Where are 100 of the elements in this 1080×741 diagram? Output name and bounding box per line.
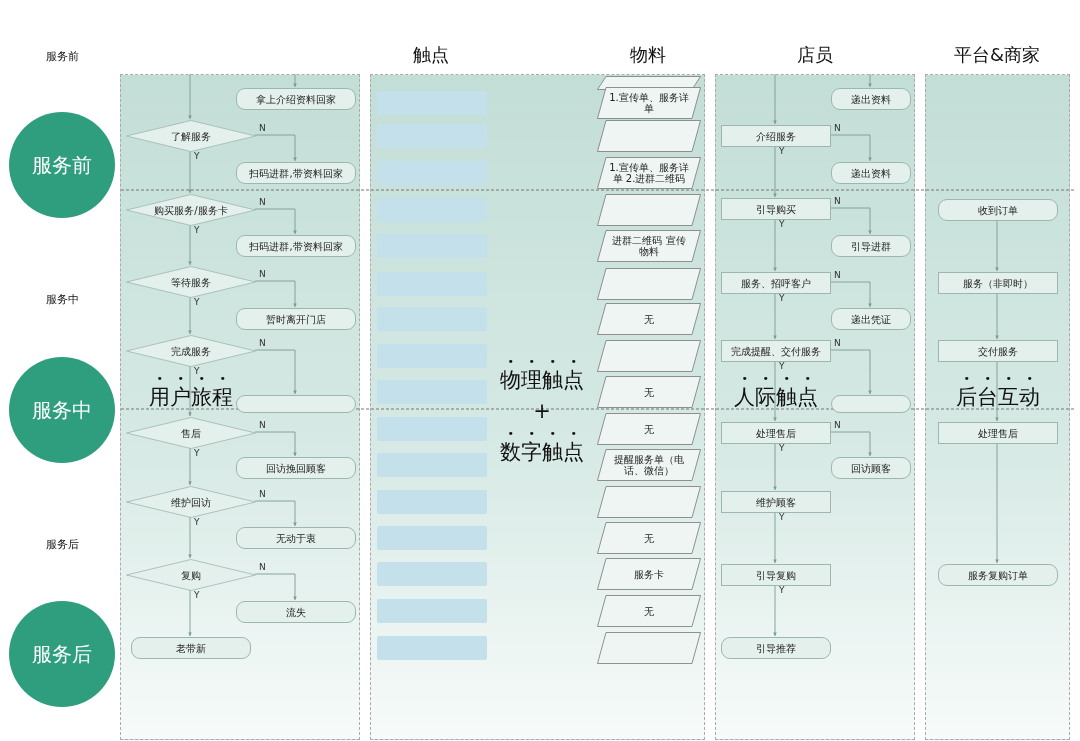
edge-label: N: [834, 421, 841, 430]
column-header: 触点: [413, 43, 449, 67]
material-parallelogram: [597, 486, 701, 518]
edge-label: N: [259, 563, 266, 572]
decision-diamond: 购买服务/服务卡: [126, 194, 256, 226]
material-parallelogram: 提醒服务单（电话、微信）: [597, 449, 701, 481]
terminal-box: 流失: [236, 601, 356, 623]
edge-label: Y: [194, 226, 200, 235]
edge-label: Y: [779, 294, 785, 303]
material-parallelogram: [597, 120, 701, 152]
terminal-box: 回访顾客: [831, 457, 911, 479]
edge-label: N: [259, 198, 266, 207]
edge-label: N: [834, 124, 841, 133]
material-parallelogram: 1.宣传单、服务详单 2.进群二维码: [597, 157, 701, 189]
edge-label: N: [834, 197, 841, 206]
swimlane-band: [924, 74, 1070, 740]
phase-label: 服务前: [45, 48, 79, 64]
terminal-box: [236, 395, 356, 413]
process-box: 引导购买: [721, 198, 831, 220]
terminal-box: 扫码进群,带资料回家: [236, 162, 356, 184]
column-header: 店员: [797, 43, 833, 67]
lane-title: 数字触点: [500, 438, 584, 466]
edge-label: Y: [779, 444, 785, 453]
touchpoint-box: [377, 636, 487, 660]
lane-title: 物理触点: [500, 366, 584, 394]
material-parallelogram: 进群二维码 宣传物料: [597, 230, 701, 262]
edge-label: N: [834, 339, 841, 348]
edge-label: Y: [194, 298, 200, 307]
material-parallelogram: [597, 340, 701, 372]
edge-label: N: [259, 270, 266, 279]
process-box: 交付服务: [938, 340, 1058, 362]
phase-label: 服务中: [45, 291, 79, 307]
edge-label: N: [834, 271, 841, 280]
terminal-box: 递出资料: [831, 162, 911, 184]
touchpoint-box: [377, 562, 487, 586]
terminal-box: 引导进群: [831, 235, 911, 257]
edge-label: N: [259, 421, 266, 430]
terminal-box: 无动于衷: [236, 527, 356, 549]
process-box: 处理售后: [938, 422, 1058, 444]
lane-title: 人际触点: [734, 383, 818, 411]
process-box: 处理售后: [721, 422, 831, 444]
phase-label: 服务后: [45, 536, 79, 552]
terminal-box: 暂时离开门店: [236, 308, 356, 330]
touchpoint-box: [377, 490, 487, 514]
edge-label: Y: [194, 152, 200, 161]
material-parallelogram: 无: [597, 303, 701, 335]
edge-label: N: [259, 490, 266, 499]
process-box: 服务（非即时）: [938, 272, 1058, 294]
edge-label: Y: [779, 586, 785, 595]
decision-diamond: 等待服务: [126, 266, 256, 298]
decision-diamond: 复购: [126, 559, 256, 591]
material-parallelogram: 无: [597, 413, 701, 445]
edge-label: N: [259, 339, 266, 348]
terminal-box: 扫码进群,带资料回家: [236, 235, 356, 257]
decision-diamond: 完成服务: [126, 335, 256, 367]
swimlane-band: [120, 74, 360, 740]
process-box: 维护顾客: [721, 491, 831, 513]
process-box: 服务、招呼客户: [721, 272, 831, 294]
decision-diamond: 了解服务: [126, 120, 256, 152]
material-parallelogram: [597, 194, 701, 226]
terminal-box: 收到订单: [938, 199, 1058, 221]
process-box: 完成提醒、交付服务: [721, 340, 831, 362]
edge-label: Y: [779, 513, 785, 522]
edge-label: Y: [779, 147, 785, 156]
terminal-box: 递出资料: [831, 88, 911, 110]
material-parallelogram: 无: [597, 595, 701, 627]
material-parallelogram: [597, 268, 701, 300]
lane-title: 用户旅程: [149, 383, 233, 411]
material-parallelogram: 无: [597, 376, 701, 408]
decision-diamond: 维护回访: [126, 486, 256, 518]
stage-circle: 服务前: [9, 112, 115, 218]
terminal-box: 引导推荐: [721, 637, 831, 659]
edge-label: Y: [194, 367, 200, 376]
stage-circle: 服务中: [9, 357, 115, 463]
touchpoint-box: [377, 526, 487, 550]
edge-label: Y: [194, 449, 200, 458]
edge-label: Y: [779, 362, 785, 371]
decision-diamond: 售后: [126, 417, 256, 449]
terminal-box: 拿上介绍资料回家: [236, 88, 356, 110]
material-parallelogram: 服务卡: [597, 558, 701, 590]
edge-label: Y: [194, 518, 200, 527]
material-parallelogram: 无: [597, 522, 701, 554]
edge-label: Y: [194, 591, 200, 600]
edge-label: N: [259, 124, 266, 133]
terminal-box: [831, 395, 911, 413]
material-parallelogram: [597, 632, 701, 664]
terminal-box: 服务复购订单: [938, 564, 1058, 586]
terminal-box: 回访挽回顾客: [236, 457, 356, 479]
swimlane-band: [715, 74, 915, 740]
lane-title: +: [533, 399, 551, 423]
lane-title: 后台互动: [956, 383, 1040, 411]
swimlane-band: [370, 74, 705, 740]
touchpoint-box: [377, 599, 487, 623]
column-header: 平台&商家: [954, 43, 1040, 67]
column-header: 物料: [630, 43, 666, 67]
terminal-box: 递出凭证: [831, 308, 911, 330]
process-box: 引导复购: [721, 564, 831, 586]
edge-label: Y: [779, 220, 785, 229]
stage-circle: 服务后: [9, 601, 115, 707]
terminal-box: 老带新: [131, 637, 251, 659]
